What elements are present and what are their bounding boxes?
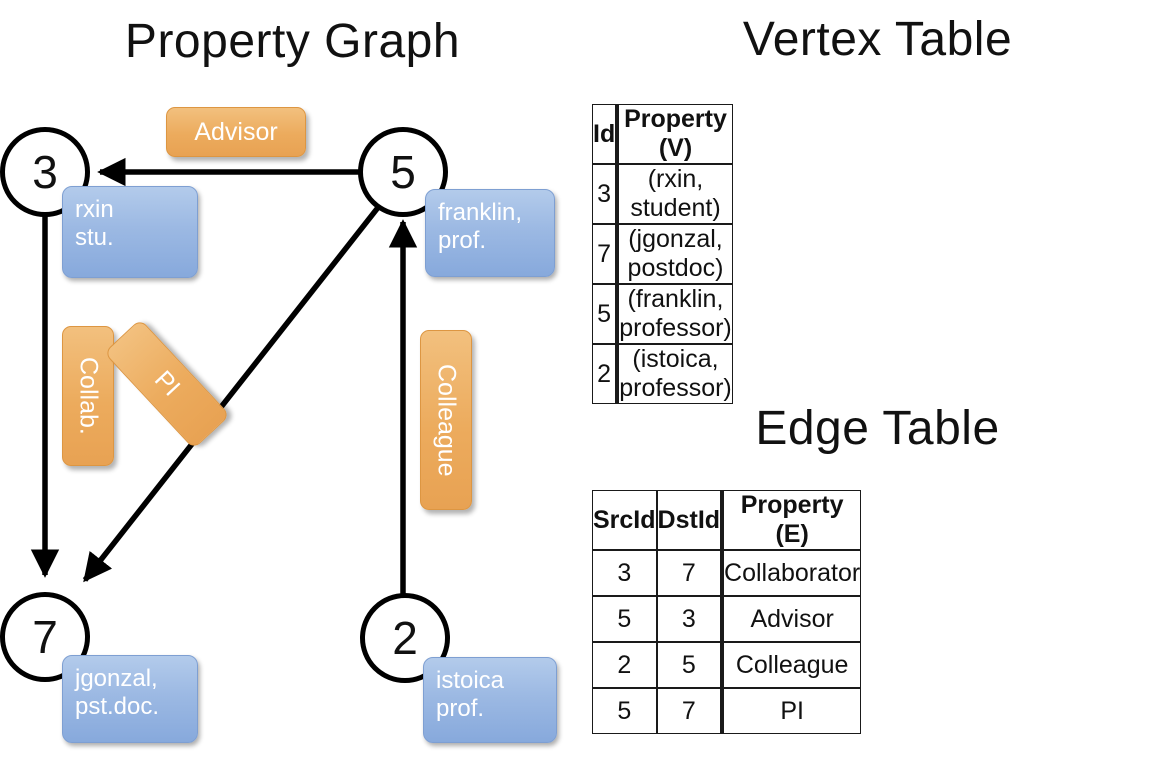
- vertex-cell-id: 3: [592, 164, 617, 224]
- edge-header-property: Property (E): [723, 490, 862, 550]
- graph-node-7-property-line-1: jgonzal,: [75, 665, 158, 692]
- table-row[interactable]: 5 3 Advisor: [592, 596, 862, 642]
- graph-node-2-property-line-1: istoica: [436, 667, 505, 694]
- edge-cell-srcid: 5: [592, 596, 657, 642]
- edge-cell-dstid: 7: [656, 550, 722, 596]
- column-gap: [616, 284, 619, 344]
- edge-cell-dstid: 5: [656, 642, 722, 688]
- graph-edge-label-advisor[interactable]: Advisor: [166, 107, 306, 157]
- column-gap: [616, 224, 619, 284]
- edge-cell-dstid: 3: [656, 596, 722, 642]
- column-gap: [721, 688, 724, 734]
- graph-node-3-property-box[interactable]: rxin stu.: [62, 186, 198, 278]
- table-row[interactable]: 2 (istoica, professor): [592, 344, 733, 404]
- property-graph-panel: Property Graph 3 5 7 2: [0, 15, 557, 743]
- graph-node-2-label: 2: [392, 612, 418, 664]
- edge-cell-srcid: 3: [592, 550, 657, 596]
- graph-node-3-property-line-1: rxin: [75, 196, 114, 223]
- graph-node-3-label: 3: [32, 146, 58, 198]
- edge-table: SrcId DstId Property (E) 3 7 Collaborato…: [592, 490, 862, 734]
- edge-cell-srcid: 5: [592, 688, 657, 734]
- vertex-cell-property: (rxin, student): [618, 164, 733, 224]
- vertex-cell-id: 5: [592, 284, 617, 344]
- graph-edge-label-colleague[interactable]: Colleague: [420, 330, 472, 510]
- edge-cell-property: PI: [723, 688, 862, 734]
- graph-node-5-label: 5: [390, 146, 416, 198]
- table-row[interactable]: 5 7 PI: [592, 688, 862, 734]
- graph-edges-svg: [30, 157, 418, 595]
- graph-edge-label-colleague-text: Colleague: [432, 363, 461, 477]
- graph-node-7-property-line-2: pst.doc.: [75, 692, 160, 720]
- graph-edge-label-pi-text: PI: [149, 365, 186, 402]
- graph-node-5-property-line-1: franklin,: [438, 199, 523, 226]
- column-gap: [721, 550, 724, 596]
- edge-cell-property: Colleague: [723, 642, 862, 688]
- table-row[interactable]: 2 5 Colleague: [592, 642, 862, 688]
- graph-node-2-property-box[interactable]: istoica prof.: [423, 657, 557, 743]
- graph-node-7-label: 7: [32, 611, 58, 663]
- vertex-cell-property: (istoica, professor): [618, 344, 733, 404]
- vertex-cell-property: (franklin, professor): [618, 284, 733, 344]
- graph-node-5-property-box[interactable]: franklin, prof.: [425, 189, 555, 277]
- column-gap: [721, 596, 724, 642]
- table-row[interactable]: 3 (rxin, student): [592, 164, 733, 224]
- table-row[interactable]: 3 7 Collaborator: [592, 550, 862, 596]
- page-title-vertex-table: Vertex Table: [742, 13, 1013, 66]
- page-title-property-graph: Property Graph: [124, 15, 461, 68]
- table-row[interactable]: 5 (franklin, professor): [592, 284, 733, 344]
- graph-edge-label-advisor-text: Advisor: [194, 117, 278, 146]
- graph-node-3-property-line-2: stu.: [75, 223, 114, 251]
- graph-node-5[interactable]: 5: [358, 127, 448, 217]
- column-gap: [616, 344, 619, 404]
- column-gap: [616, 164, 619, 224]
- column-gap: [616, 104, 619, 164]
- vertex-cell-property: (jgonzal, postdoc): [618, 224, 733, 284]
- edge-cell-property: Advisor: [723, 596, 862, 642]
- page-title-edge-table: Edge Table: [755, 402, 1000, 455]
- edge-cell-property: Collaborator: [723, 550, 862, 596]
- graph-node-2-property-line-2: prof.: [436, 694, 485, 722]
- graph-node-5-property-line-2: prof.: [438, 226, 487, 254]
- edge-cell-srcid: 2: [592, 642, 657, 688]
- graph-edge-label-collab-text: Collab.: [74, 357, 103, 435]
- table-row-header: SrcId DstId Property (E): [592, 490, 862, 550]
- vertex-table: Id Property (V) 3 (rxin, student) 7 (jgo…: [592, 104, 733, 404]
- table-row[interactable]: 7 (jgonzal, postdoc): [592, 224, 733, 284]
- edge-header-srcid: SrcId: [592, 490, 657, 550]
- graph-edge-label-collab[interactable]: Collab.: [62, 326, 114, 466]
- edge-cell-dstid: 7: [656, 688, 722, 734]
- edge-5-to-7: [82, 203, 383, 583]
- vertex-cell-id: 7: [592, 224, 617, 284]
- vertex-header-id: Id: [592, 104, 617, 164]
- table-row-header: Id Property (V): [592, 104, 733, 164]
- edge-header-dstid: DstId: [656, 490, 722, 550]
- column-gap: [721, 490, 724, 550]
- graph-node-7-property-box[interactable]: jgonzal, pst.doc.: [62, 655, 198, 743]
- column-gap: [721, 642, 724, 688]
- vertex-cell-id: 2: [592, 344, 617, 404]
- vertex-header-property: Property (V): [618, 104, 733, 164]
- graph-node-2[interactable]: 2: [360, 593, 450, 683]
